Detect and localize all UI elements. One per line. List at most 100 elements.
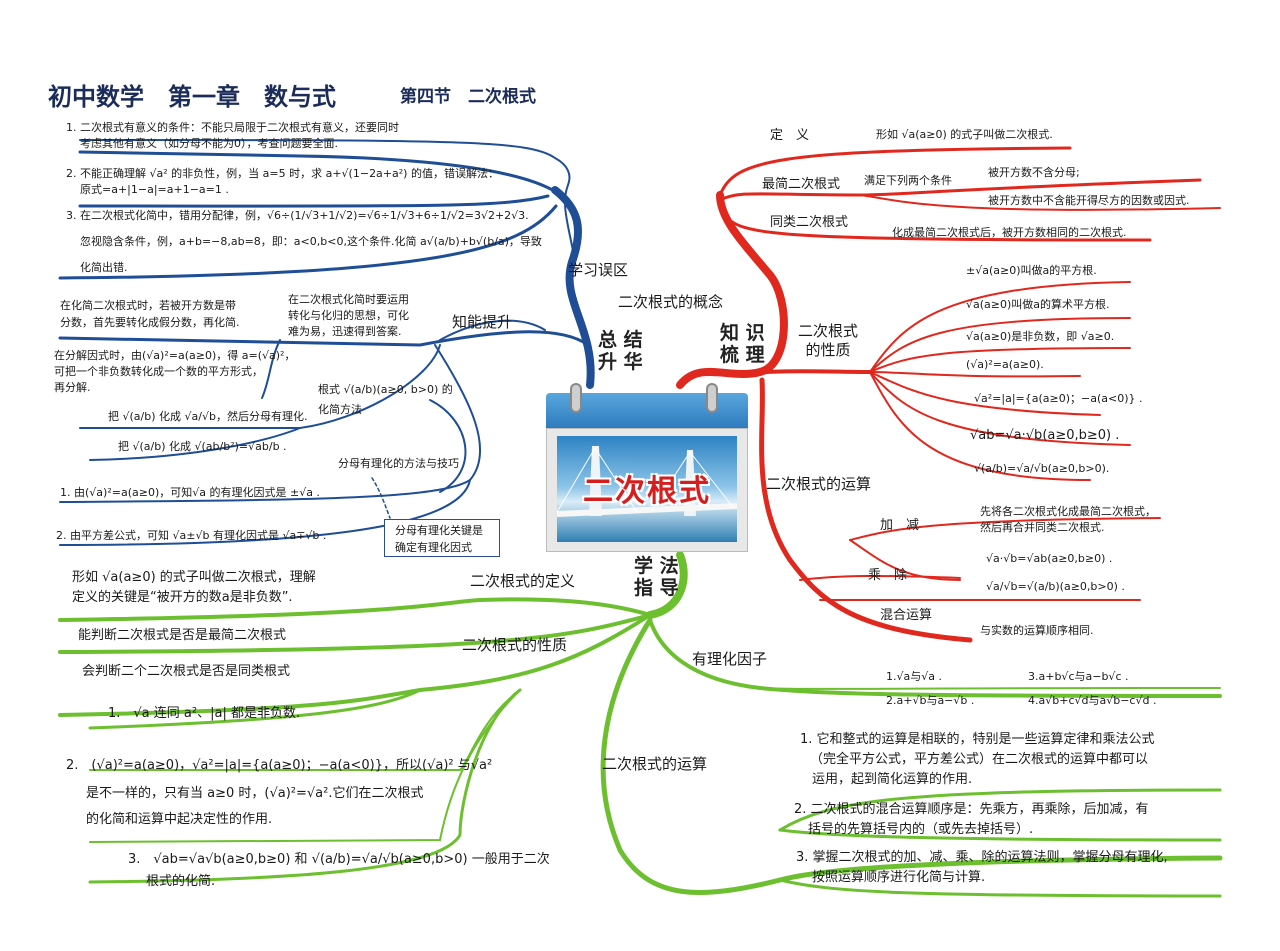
mistake-1b: 考虑其他有意义（如分母不能为0），考查问题要全面. <box>80 137 338 150</box>
gops-2b: 括号的先算括号内的（或先去掉括号）. <box>808 822 1034 837</box>
note-line-2: 确定有理化因式 <box>395 541 472 554</box>
gops-1a: 1. 它和整式的运算是相联的，特别是一些运算定律和乘法公式 <box>800 732 1155 747</box>
blue-trunk <box>551 186 595 389</box>
def-1: 形如 √a(a≥0) 的式子叫做二次根式，理解 <box>72 570 316 585</box>
gprop-2c: 的化简和运算中起决定性的作用. <box>86 812 273 827</box>
branch-prop: 二次根式的性质 <box>462 636 568 654</box>
branch-ops-green: 二次根式的运算 <box>602 755 708 773</box>
page-subtitle: 第四节 二次根式 <box>400 87 536 107</box>
bridge-image <box>557 436 737 542</box>
improve-3b: 可把一个非负数转化成一个数的平方形式， <box>54 365 263 378</box>
improve-2c: 难为易，迅速得到答案. <box>288 325 402 338</box>
red-branch-concept <box>718 146 1072 197</box>
concept-def-text: 形如 √a(a≥0) 的式子叫做二次根式. <box>876 128 1053 141</box>
improve-3c: 再分解. <box>54 381 91 394</box>
gops-2a: 2. 二次根式的混合运算顺序是：先乘方，再乘除，后加减，有 <box>794 802 1149 817</box>
ops-add-1: 先将各二次根式化成最简二次根式， <box>980 505 1156 518</box>
improve-3a: 在分解因式时，由(√a)²=a(a≥0)，得 a=(√a)²， <box>54 349 296 362</box>
improve-2a: 在二次根式化简时要运用 <box>288 293 409 306</box>
improve-1b: 分数，首先要转化成假分数，再化简. <box>60 316 240 329</box>
note-line-1: 分母有理化关键是 <box>395 524 483 537</box>
green-branch-rational <box>648 618 1222 698</box>
concept-def-label: 定 义 <box>770 128 810 143</box>
judge-1: 能判断二次根式是否是最简二次根式 <box>78 628 287 643</box>
gops-3a: 3. 掌握二次根式的加、减、乘、除的运算法则，掌握分母有理化, <box>796 850 1168 865</box>
mistake-2b: 原式=a+|1−a|=a+1−a=1 . <box>80 183 229 196</box>
green-trunk <box>646 551 688 619</box>
green-branch-def <box>58 597 652 622</box>
green-branch-prop <box>58 613 652 717</box>
mistake-3b: 忽视隐含条件，例，a+b=−8,ab=8，即：a<0,b<0,这个条件.化简 a… <box>80 235 542 248</box>
concept-similar-label: 同类二次根式 <box>770 215 849 230</box>
rational-4: 4.a√b+c√d与a√b−c√d . <box>1028 694 1157 707</box>
blue-branch-mistakes <box>78 150 558 194</box>
calendar-ring-left <box>570 383 582 413</box>
branch-rational: 有理化因子 <box>692 650 768 668</box>
red-branch-props <box>763 369 872 374</box>
improve-2b: 转化与化归的思想，可化 <box>288 309 409 322</box>
branch-ops-red: 二次根式的运算 <box>766 475 872 493</box>
concept-simplest-2: 被开方数中不含能开得尽方的因数或因式. <box>988 194 1190 207</box>
branch-props: 二次根式 的性质 <box>798 322 859 359</box>
mistake-3a: 3. 在二次根式化简中，错用分配律，例，√6÷(1/√3+1/√2)=√6÷1/… <box>66 209 529 222</box>
gprop-3a: 3. √ab=√a√b(a≥0,b≥0) 和 √(a/b)=√a/√b(a≥0,… <box>128 852 550 867</box>
gprop-3b: 根式的化简. <box>146 874 216 889</box>
ops-add-2: 然后再合并同类二次根式. <box>980 521 1105 534</box>
red-branch-ops <box>759 377 973 643</box>
rational-3: 3.a+b√c与a−b√c . <box>1028 670 1129 683</box>
page-title: 初中数学 第一章 数与式 <box>48 83 336 111</box>
improve-1a: 在化简二次根式时，若被开方数是带 <box>60 299 236 312</box>
improve-6: 把 √(a/b) 化成 √(ab/b²)=√ab/b . <box>118 440 287 453</box>
ops-mul-label: 乘 除 <box>868 568 908 583</box>
improve-4b: 化简方法 <box>318 403 362 416</box>
prop-1: ±√a(a≥0)叫做a的平方根. <box>966 264 1097 277</box>
gprop-1: 1. √a 连同 a²、|a| 都是非负数. <box>108 706 301 721</box>
prop-2: √a(a≥0)叫做a的算术平方根. <box>966 298 1110 311</box>
improve-9: 2. 由平方差公式，可知 √a±√b 有理化因式是 √a∓√b . <box>56 529 327 542</box>
hub-method: 学 法 指 导 <box>634 555 679 599</box>
gprop-2a: 2. (√a)²=a(a≥0)，√a²=|a|={a(a≥0)；−a(a<0)}… <box>66 758 493 773</box>
branch-concept: 二次根式的概念 <box>618 293 724 311</box>
mistake-2a: 2. 不能正确理解 √a² 的非负性，例，当 a=5 时，求 a+√(1−2a+… <box>66 167 499 180</box>
branch-improve: 知能提升 <box>452 313 513 331</box>
prop-6: √ab=√a·√b(a≥0,b≥0) . <box>970 428 1120 443</box>
note-box: 分母有理化关键是 确定有理化因式 <box>384 519 500 557</box>
ops-mul-2: √a/√b=√(a/b)(a≥0,b>0) . <box>986 580 1125 593</box>
hub-summary: 总 结 升 华 <box>598 329 643 373</box>
prop-4: (√a)²=a(a≥0). <box>966 358 1044 371</box>
green-branch-ops <box>600 617 1223 895</box>
gops-3b: 按照运算顺序进行化简与计算. <box>812 870 986 885</box>
ops-add-label: 加 减 <box>880 518 920 533</box>
mistake-3c: 化简出错. <box>80 261 128 274</box>
concept-similar-text: 化成最简二次根式后，被开方数相同的二次根式. <box>892 226 1127 239</box>
calendar-ring-right <box>706 383 718 413</box>
def-2: 定义的关键是“被开方的数a是非负数”. <box>72 590 293 605</box>
prop-3: √a(a≥0)是非负数，即 √a≥0. <box>966 330 1115 343</box>
improve-7: 分母有理化的方法与技巧 <box>338 457 459 470</box>
ops-mix-text: 与实数的运算顺序相同. <box>980 624 1094 637</box>
ops-mul-1: √a·√b=√ab(a≥0,b≥0) . <box>986 552 1113 565</box>
prop-5: √a²=|a|={a(a≥0)；−a(a<0)} . <box>974 392 1143 405</box>
hub-knowledge: 知 识 梳 理 <box>720 322 765 366</box>
improve-5: 把 √(a/b) 化成 √a/√b，然后分母有理化. <box>108 410 308 423</box>
gprop-2b: 是不一样的，只有当 a≥0 时，(√a)²=√a².它们在二次根式 <box>86 786 424 801</box>
concept-simplest-1: 被开方数不含分母; <box>988 166 1080 179</box>
improve-4a: 根式 √(a/b)(a≥0, b>0) 的 <box>318 383 453 396</box>
judge-2: 会判断二个二次根式是否是同类根式 <box>82 664 291 679</box>
improve-8: 1. 由(√a)²=a(a≥0)，可知√a 的有理化因式是 ±√a . <box>60 486 320 499</box>
prop-7: √(a/b)=√a/√b(a≥0,b>0). <box>974 462 1110 475</box>
concept-simplest-label: 最简二次根式 <box>762 177 841 192</box>
mistake-1a: 1. 二次根式有意义的条件：不能只局限于二次根式有意义，还要同时 <box>66 121 399 134</box>
concept-simplest-cond: 满足下列两个条件 <box>864 174 952 187</box>
branch-def: 二次根式的定义 <box>470 572 576 590</box>
rational-2: 2.a+√b与a−√b . <box>886 694 975 707</box>
blue-branch-improve <box>58 330 590 347</box>
rational-1: 1.√a与√a . <box>886 670 942 683</box>
center-topic: 二次根式 <box>583 474 711 509</box>
gops-1c: 运用，起到简化运算的作用. <box>812 772 973 787</box>
ops-mix-label: 混合运算 <box>880 608 933 623</box>
branch-mistakes: 学习误区 <box>568 261 629 279</box>
red-trunk <box>676 191 788 389</box>
gops-1b: （完全平方公式，平方差公式）在二次根式的运算中都可以 <box>810 752 1149 767</box>
